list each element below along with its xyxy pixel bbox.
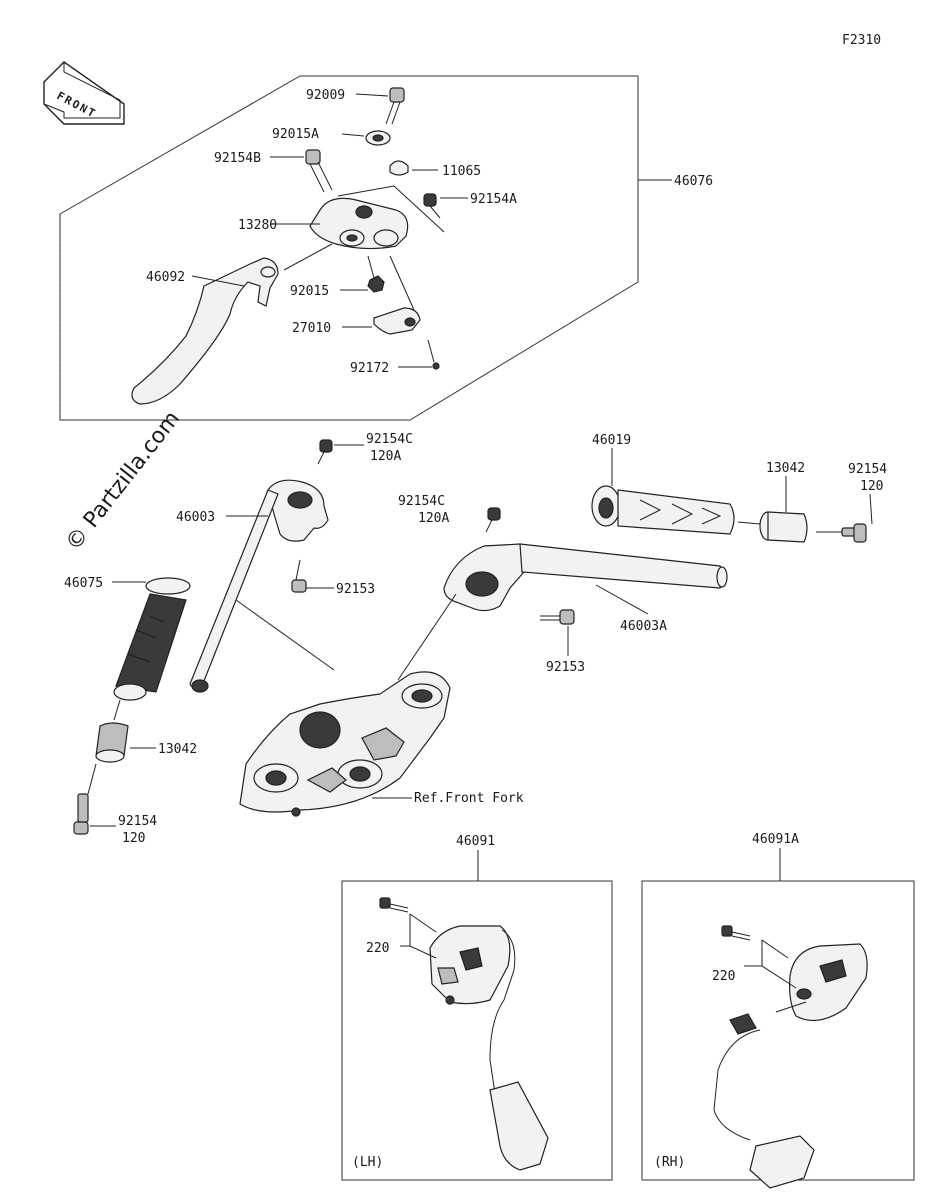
label-13280: 13280 — [238, 218, 277, 233]
part-46003A-right-handlebar — [397, 543, 728, 681]
label-92154C-right: 92154C — [398, 494, 445, 509]
part-92172-screw — [427, 339, 440, 370]
part-13280-master-cylinder — [309, 185, 445, 250]
rh-switch-box — [641, 880, 915, 1181]
part-92015-nut — [367, 275, 385, 293]
label-rh: (RH) — [654, 1155, 685, 1170]
part-92153-right-bolt — [540, 609, 575, 625]
watermark: © Partzilla.com — [61, 407, 185, 556]
part-92154C-left-bolt — [317, 439, 333, 465]
label-220-rh: 220 — [712, 969, 735, 984]
part-46091-lh-switch — [429, 925, 549, 1171]
label-120A-left: 120A — [370, 449, 401, 464]
figure-code: F2310 — [842, 33, 881, 48]
label-92154A: 92154A — [470, 192, 517, 207]
part-92154-left-bolt — [73, 763, 97, 835]
part-92015A-washer — [365, 130, 391, 146]
label-220-lh: 220 — [366, 941, 389, 956]
label-lh: (LH) — [352, 1155, 383, 1170]
label-27010: 27010 — [292, 321, 331, 336]
label-92172: 92172 — [350, 361, 389, 376]
label-92153-left: 92153 — [336, 582, 375, 597]
label-92015A: 92015A — [272, 127, 319, 142]
part-46003-left-handlebar — [189, 479, 335, 693]
label-92009: 92009 — [306, 88, 345, 103]
part-92154A-bolt — [423, 193, 441, 219]
part-92009-bolt — [385, 87, 405, 125]
label-92015: 92015 — [290, 284, 329, 299]
front-arrow-icon: FRONT — [43, 60, 125, 125]
label-120-right: 120 — [860, 479, 883, 494]
label-46003: 46003 — [176, 510, 215, 525]
label-120A-right: 120A — [418, 511, 449, 526]
lh-switch-box — [341, 880, 613, 1181]
part-220-rh-screw — [721, 925, 751, 941]
part-46092-lever — [131, 243, 333, 405]
part-46019-right-grip — [591, 485, 735, 535]
label-92153-right: 92153 — [546, 660, 585, 675]
assembly-46076-outline — [59, 75, 639, 421]
triple-clamp — [239, 671, 451, 817]
label-120-left: 120 — [122, 831, 145, 846]
label-92154B: 92154B — [214, 151, 261, 166]
label-13042-left: 13042 — [158, 742, 197, 757]
part-13042-right-weight — [737, 511, 808, 543]
label-46076: 46076 — [674, 174, 713, 189]
part-46091A-rh-switch — [713, 943, 868, 1189]
part-92153-left-bolt — [291, 559, 307, 593]
label-92154-right: 92154 — [848, 462, 887, 477]
part-92154-right-bolt — [816, 523, 867, 543]
label-11065: 11065 — [442, 164, 481, 179]
label-13042-right: 13042 — [766, 461, 805, 476]
label-ref-front-fork: Ref.Front Fork — [414, 791, 524, 806]
part-13042-left-weight — [95, 699, 129, 763]
part-92154B-bolt — [305, 149, 333, 193]
part-46075-left-grip — [113, 577, 191, 701]
label-46019: 46019 — [592, 433, 631, 448]
part-220-lh-screw — [379, 897, 409, 913]
label-92154C-left: 92154C — [366, 432, 413, 447]
label-46075: 46075 — [64, 576, 103, 591]
label-46003A: 46003A — [620, 619, 667, 634]
part-27010-switch — [373, 255, 421, 335]
part-11065-cap — [389, 160, 409, 176]
part-92154C-right-bolt — [485, 507, 501, 533]
label-46091: 46091 — [456, 834, 495, 849]
label-46091A: 46091A — [752, 832, 799, 847]
label-46092: 46092 — [146, 270, 185, 285]
label-92154-left: 92154 — [118, 814, 157, 829]
